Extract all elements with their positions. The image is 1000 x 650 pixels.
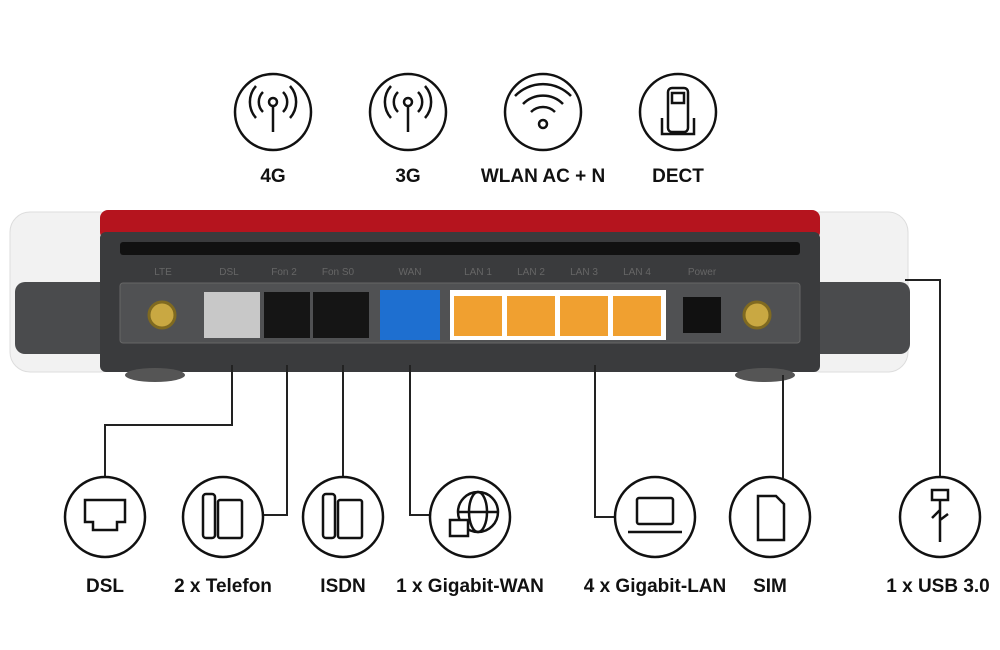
ethernet-port-icon: [83, 498, 127, 532]
port-label: LAN 3: [570, 267, 598, 278]
lte-antenna-connector: [147, 300, 177, 330]
port-label: Fon S0: [321, 267, 355, 278]
port-label: LAN 2: [517, 267, 545, 278]
telefon-icon-circle: [181, 475, 265, 559]
isdn-icon-circle: [301, 475, 385, 559]
feature-label-usb: 1 x USB 3.0: [886, 576, 990, 597]
dsl-icon-circle: [63, 475, 147, 559]
lan1-port: [454, 296, 502, 336]
port-label: LTE: [154, 267, 172, 278]
feature-label-isdn: ISDN: [320, 576, 366, 597]
dsl-port: [204, 292, 260, 338]
dect-icon-circle: [638, 72, 718, 152]
feature-label-dect: DECT: [652, 166, 704, 187]
wifi-icon: [514, 82, 572, 130]
feature-label-lan: 4 x Gigabit-LAN: [583, 576, 727, 597]
feature-label-telefon: 2 x Telefon: [174, 576, 272, 597]
laptop-icon: [628, 496, 682, 534]
globe-icon: [448, 490, 500, 538]
usb-icon: [930, 488, 950, 542]
power-port: [683, 297, 721, 333]
feature-label-3g: 3G: [395, 166, 421, 187]
lan-icon-circle: [613, 475, 697, 559]
wlan-icon-circle: [503, 72, 583, 152]
sim-card-icon: [756, 494, 786, 542]
feature-label-sim: SIM: [753, 576, 787, 597]
feature-label-wan: 1 x Gigabit-WAN: [396, 576, 544, 597]
fon2-port: [264, 292, 310, 338]
sim-antenna-connector: [742, 300, 772, 330]
port-label: LAN 1: [464, 267, 492, 278]
router-foot: [125, 368, 185, 382]
telephone-icon: [321, 492, 364, 540]
lan3-port: [560, 296, 608, 336]
antenna-icon: [383, 85, 433, 132]
telephone-icon: [201, 492, 244, 540]
port-label: Power: [687, 267, 717, 278]
dect-phone-icon: [660, 86, 696, 136]
port-label: LAN 4: [623, 267, 651, 278]
lan2-port: [507, 296, 555, 336]
port-label: WAN: [398, 267, 422, 278]
router-foot: [735, 368, 795, 382]
sim-icon-circle: [728, 475, 812, 559]
antenna-icon: [248, 85, 298, 132]
port-label: DSL: [219, 267, 239, 278]
feature-label-wlan: WLAN AC + N: [480, 166, 606, 187]
port-label: Fon 2: [271, 267, 297, 278]
vent-slots: [120, 242, 800, 255]
feature-label-4g: 4G: [260, 166, 286, 187]
wan-port: [380, 290, 440, 340]
fons0-port: [313, 292, 369, 338]
connector-lines: [104, 279, 941, 518]
lan4-port: [613, 296, 661, 336]
feature-label-dsl: DSL: [86, 576, 124, 597]
